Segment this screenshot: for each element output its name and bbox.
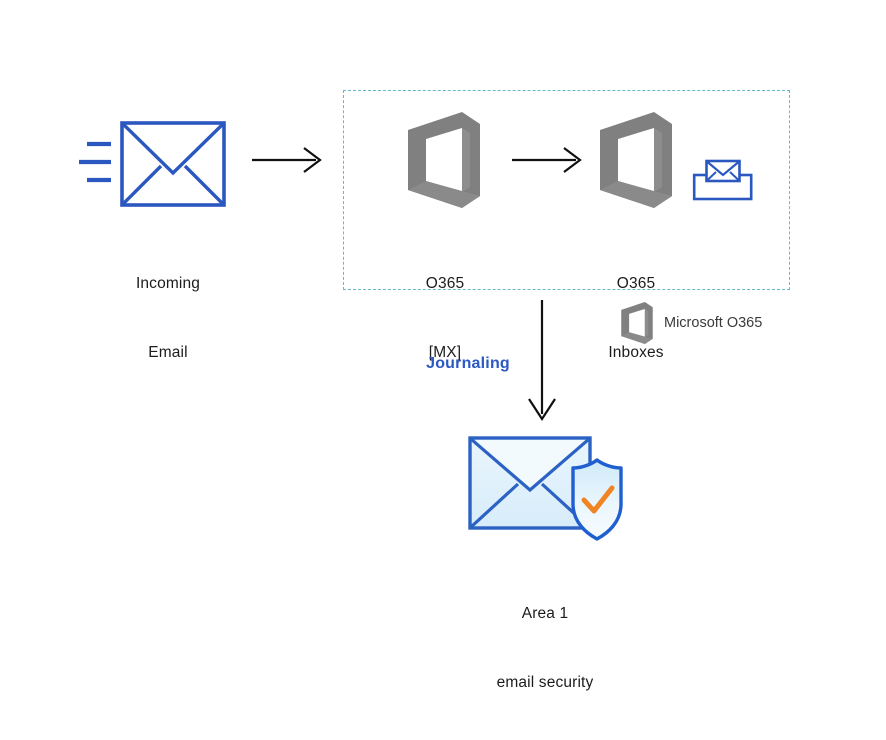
caption-line: email security bbox=[496, 674, 594, 691]
edge-label-journaling: Journaling bbox=[426, 355, 510, 372]
inbox-tray-envelope-icon bbox=[692, 159, 753, 201]
caption-line: Inboxes bbox=[608, 344, 664, 361]
caption-area1-email-security: Area 1 email security bbox=[465, 556, 625, 740]
legend-microsoft-o365: Microsoft O365 bbox=[620, 302, 762, 344]
caption-line: [MX] bbox=[428, 344, 462, 361]
caption-o365-inboxes: O365 Inboxes bbox=[556, 226, 716, 410]
caption-incoming-email: Incoming Email bbox=[88, 226, 248, 410]
legend-label: Microsoft O365 bbox=[664, 315, 763, 331]
arrow-right-icon bbox=[252, 147, 322, 173]
arrow-right-icon bbox=[512, 147, 582, 173]
envelope-with-shield-check-icon bbox=[468, 436, 623, 541]
caption-line: O365 bbox=[616, 275, 656, 292]
caption-line: Email bbox=[148, 344, 188, 361]
envelope-with-motion-lines-icon bbox=[79, 121, 226, 207]
office-365-icon bbox=[621, 302, 653, 344]
node-incoming-email bbox=[78, 118, 228, 210]
caption-line: Area 1 bbox=[521, 605, 569, 622]
office-365-icon bbox=[408, 112, 480, 208]
node-o365-inboxes bbox=[598, 112, 674, 208]
caption-o365-mx: O365 [MX] bbox=[365, 226, 525, 410]
arrow-mx-to-inboxes bbox=[512, 143, 584, 177]
diagram-canvas: Incoming Email O365 [MX] bbox=[78, 90, 790, 691]
node-o365-mx bbox=[406, 112, 482, 208]
arrow-incoming-to-o365 bbox=[252, 143, 324, 177]
arrow-journaling-down bbox=[524, 300, 560, 422]
o365-boundary-box bbox=[343, 90, 790, 290]
node-area1-email-security bbox=[466, 432, 636, 544]
office-365-icon bbox=[600, 112, 672, 208]
node-inbox-tray bbox=[692, 158, 754, 202]
caption-line: Incoming bbox=[135, 275, 201, 292]
caption-line: O365 bbox=[425, 275, 465, 292]
arrow-down-icon bbox=[528, 300, 556, 422]
